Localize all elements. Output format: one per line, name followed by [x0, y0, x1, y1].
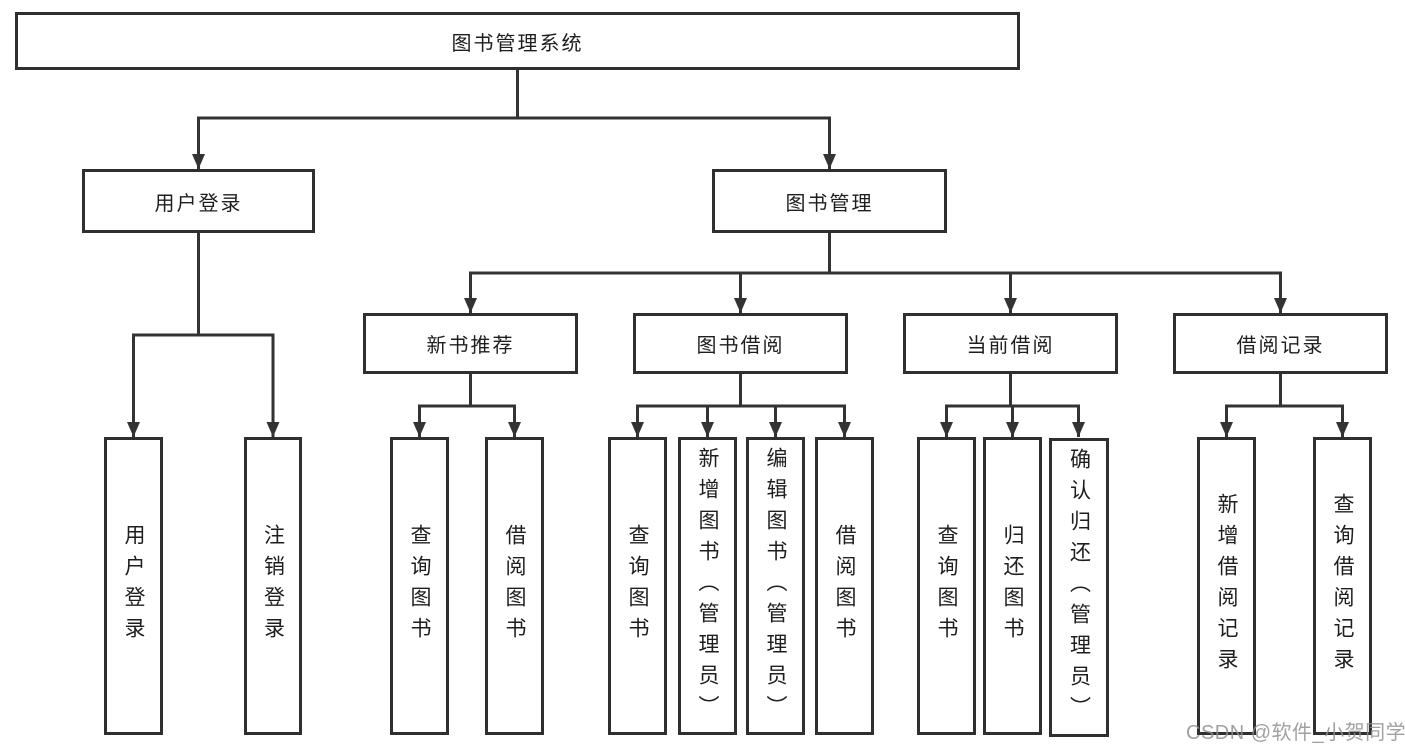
node-leaf-query-books-borrow: 查询图书: [608, 437, 667, 735]
node-label: 查询图书: [408, 524, 431, 648]
node-leaf-user-login: 用户登录: [104, 437, 163, 735]
node-leaf-confirm-return-admin: 确认归还（管理员）: [1049, 438, 1109, 737]
node-label: 当前借阅: [966, 335, 1055, 357]
node-label: 用户登录: [122, 524, 145, 648]
node-label: 图书管理系统: [451, 32, 584, 55]
watermark-text: CSDN @软件_小贺同学: [1186, 722, 1405, 744]
node-label: 新增图书（管理员）: [696, 446, 719, 726]
node-label: 借阅图书: [833, 524, 856, 648]
node-user-login: 用户登录: [82, 169, 315, 233]
node-leaf-add-books-admin: 新增图书（管理员）: [678, 437, 737, 735]
node-label: 图书管理: [785, 192, 874, 215]
node-leaf-logout: 注销登录: [244, 437, 302, 735]
node-label: 归还图书: [1001, 524, 1024, 648]
node-label: 查询借阅记录: [1331, 493, 1354, 679]
node-label: 注销登录: [261, 524, 285, 648]
node-book-borrow: 图书借阅: [633, 313, 848, 374]
node-label: 新书推荐: [426, 335, 515, 357]
node-leaf-return-books: 归还图书: [983, 437, 1042, 735]
node-leaf-edit-books-admin: 编辑图书（管理员）: [746, 437, 805, 735]
node-label: 借阅图书: [503, 524, 526, 648]
node-label: 图书借阅: [696, 335, 785, 357]
node-label: 用户登录: [154, 192, 243, 215]
node-borrow-record: 借阅记录: [1173, 313, 1388, 374]
node-leaf-add-borrow-record: 新增借阅记录: [1197, 437, 1256, 735]
node-leaf-query-borrow-record: 查询借阅记录: [1313, 437, 1372, 735]
node-label: 确认归还（管理员）: [1067, 448, 1091, 727]
node-leaf-borrow-books-recommend: 借阅图书: [485, 437, 544, 735]
node-leaf-query-books-current: 查询图书: [917, 437, 976, 735]
node-leaf-query-books-recommend: 查询图书: [390, 437, 449, 735]
node-leaf-borrow-books: 借阅图书: [815, 437, 874, 735]
node-label: 借阅记录: [1236, 335, 1325, 357]
node-current-borrow: 当前借阅: [903, 313, 1118, 374]
node-label: 编辑图书（管理员）: [764, 446, 787, 726]
node-new-book-recommend: 新书推荐: [363, 313, 578, 374]
node-label: 查询图书: [935, 524, 958, 648]
node-library-management-system: 图书管理系统: [15, 12, 1020, 70]
node-book-management: 图书管理: [712, 169, 947, 233]
node-label: 新增借阅记录: [1215, 493, 1238, 679]
node-label: 查询图书: [626, 524, 649, 648]
